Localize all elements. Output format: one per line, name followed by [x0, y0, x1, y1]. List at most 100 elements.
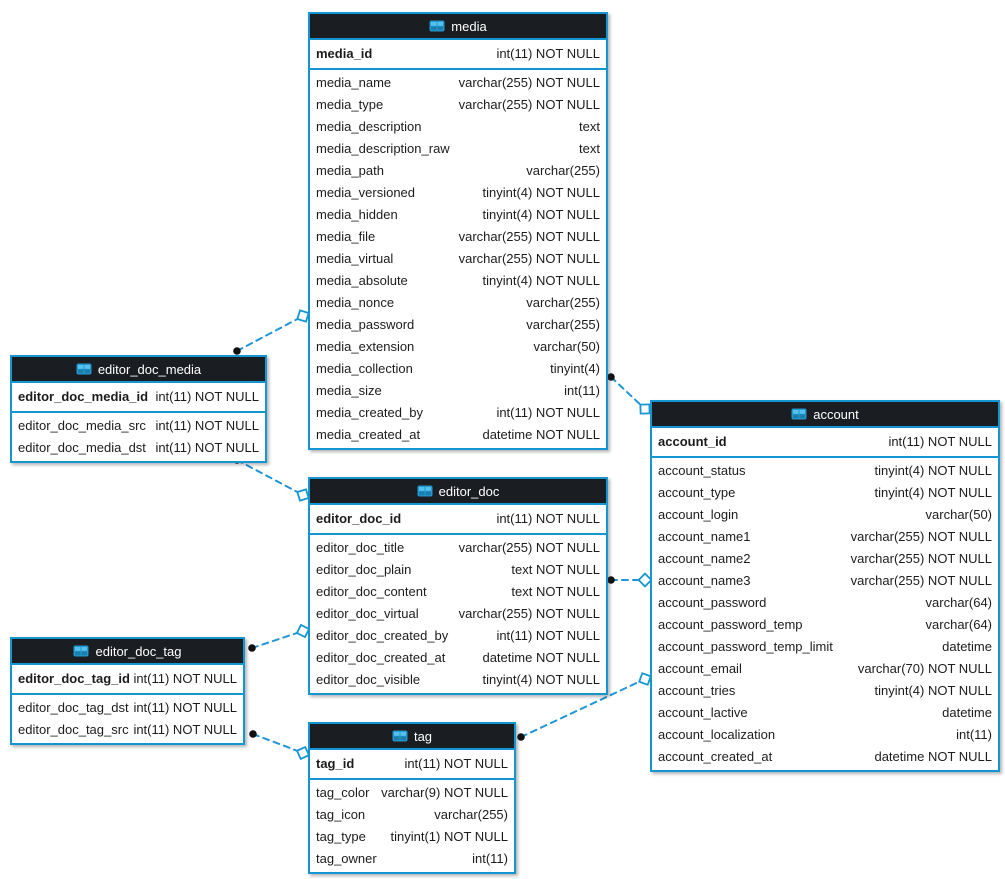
column-name: account_tries [658, 683, 736, 698]
table-header[interactable]: editor_doc_media [12, 357, 265, 383]
column-name: editor_doc_plain [316, 562, 412, 577]
column-type: int(11) NOT NULL [133, 671, 237, 686]
relationship-tag-account[interactable] [517, 672, 652, 741]
table-header[interactable]: tag [310, 724, 514, 750]
relationship-media-account[interactable] [607, 373, 651, 415]
column-row[interactable]: media_description text [310, 116, 606, 138]
column-type: tinyint(4) [550, 361, 600, 376]
column-type: int(11) NOT NULL [496, 405, 600, 420]
column-type: int(11) NOT NULL [155, 389, 259, 404]
column-name: account_lactive [658, 705, 748, 720]
column-row[interactable]: account_password_temp varchar(64) [652, 614, 998, 636]
column-name: media_absolute [316, 273, 408, 288]
relationship-editor_doc_tag-tag[interactable] [249, 730, 311, 761]
column-type: int(11) NOT NULL [496, 628, 600, 643]
column-name: account_password_temp [658, 617, 803, 632]
relationship-editor_doc-account[interactable] [607, 572, 653, 588]
column-type: varchar(255) NOT NULL [458, 229, 600, 244]
column-row[interactable]: editor_doc_plain text NOT NULL [310, 559, 606, 581]
column-type: varchar(64) [925, 617, 992, 632]
column-type: int(11) NOT NULL [155, 418, 259, 433]
column-name: media_description [316, 119, 422, 134]
table-header[interactable]: editor_doc [310, 479, 606, 505]
column-type: varchar(64) [925, 595, 992, 610]
column-type: tinyint(4) NOT NULL [482, 207, 600, 222]
column-name: tag_id [316, 756, 355, 771]
column-type: text [579, 119, 600, 134]
relationship-editor_doc_media-media[interactable] [233, 309, 310, 355]
table-header[interactable]: editor_doc_tag [12, 639, 243, 665]
column-name: tag_owner [316, 851, 377, 866]
column-type: int(11) NOT NULL [888, 434, 992, 449]
column-type: varchar(255) NOT NULL [458, 540, 600, 555]
table-header[interactable]: media [310, 14, 606, 40]
column-name: editor_doc_virtual [316, 606, 419, 621]
column-type: text NOT NULL [511, 562, 600, 577]
column-row[interactable]: media_created_by int(11) NOT NULL [310, 402, 606, 424]
column-name: editor_doc_tag_dst [18, 700, 129, 715]
column-name: media_created_by [316, 405, 423, 420]
column-name: editor_doc_content [316, 584, 427, 599]
table-header[interactable]: account [652, 402, 998, 428]
relationship-editor_doc_tag-editor_doc[interactable] [248, 623, 311, 652]
column-name: media_versioned [316, 185, 416, 200]
